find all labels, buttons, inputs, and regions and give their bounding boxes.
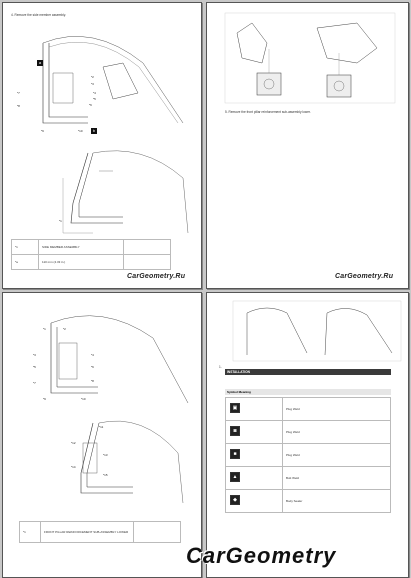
plug-weld-icon: ■ xyxy=(230,449,240,459)
marker-a-icon: a xyxy=(37,60,43,66)
callout: *6 xyxy=(91,365,94,369)
symbol-header: Symbol Meaning xyxy=(225,389,391,395)
callout: *5 xyxy=(33,365,36,369)
marker-b-icon: b xyxy=(91,128,97,134)
callout: *13 xyxy=(103,453,108,457)
callout: *14 xyxy=(71,465,76,469)
table-row: ■Plug Weld xyxy=(225,443,391,467)
callout: *10 xyxy=(81,397,86,401)
callout: *9 xyxy=(41,129,44,133)
callout: *5 xyxy=(93,97,96,101)
callout: *2 xyxy=(91,75,94,79)
table-row: ◙Plug Weld xyxy=(225,420,391,444)
section-title: INSTALLATION xyxy=(225,369,391,375)
callout: *8 xyxy=(91,379,94,383)
callout: *2 xyxy=(63,327,66,331)
step-number: 1. xyxy=(219,365,222,369)
butt-weld-icon: ▲ xyxy=(230,472,240,482)
callout: *1 xyxy=(43,327,46,331)
plug-weld-icon: ◙ xyxy=(230,426,240,436)
watermark: CarGeometry.Ru xyxy=(335,273,394,280)
manual-page-4: 1. INSTALLATION Symbol Meaning ▣Plug Wel… xyxy=(206,292,409,578)
callout: *3 xyxy=(91,82,94,86)
callout: *9 xyxy=(43,397,46,401)
manual-page-2: 5. Remove the front pillar reinforcement… xyxy=(206,2,409,289)
side-member-diagram xyxy=(42,36,189,234)
manual-page-3: *1 *2 *3 *4 *5 *6 *7 *8 *9 *10 *11 *12 *… xyxy=(2,292,202,578)
table-row: ◆Body Sealer xyxy=(225,489,391,513)
callout: *4 xyxy=(93,91,96,95)
callout: *8 xyxy=(17,104,20,108)
installation-diagram xyxy=(232,300,402,362)
step-text: 5. Remove the front pillar reinforcement… xyxy=(225,110,311,114)
callout: *4 xyxy=(91,353,94,357)
body-sealer-icon: ◆ xyxy=(230,495,240,505)
table-row: ▲Butt Weld xyxy=(225,466,391,490)
callout: *12 xyxy=(71,441,76,445)
step-text: 4. Remove the side member assembly. xyxy=(11,13,67,17)
manual-page-1: 4. Remove the side member assembly. a b … xyxy=(2,2,202,289)
plug-weld-icon: ▣ xyxy=(230,403,240,413)
callout: *1 xyxy=(59,219,62,223)
callout: *3 xyxy=(33,353,36,357)
front-pillar-diagram xyxy=(50,315,189,504)
large-watermark: CarGeometry xyxy=(186,543,337,568)
pillar-removal-diagram xyxy=(224,12,396,104)
symbol-table: ▣Plug Weld ◙Plug Weld ■Plug Weld ▲Butt W… xyxy=(225,397,391,513)
callout: *11 xyxy=(99,425,104,429)
callout: *6 xyxy=(89,103,92,107)
callout: *7 xyxy=(33,381,36,385)
callout: *10 xyxy=(78,129,83,133)
table-row: ▣Plug Weld xyxy=(225,397,391,421)
callout: *15 xyxy=(103,473,108,477)
watermark: CarGeometry.Ru xyxy=(127,273,186,280)
callout: *7 xyxy=(17,91,20,95)
